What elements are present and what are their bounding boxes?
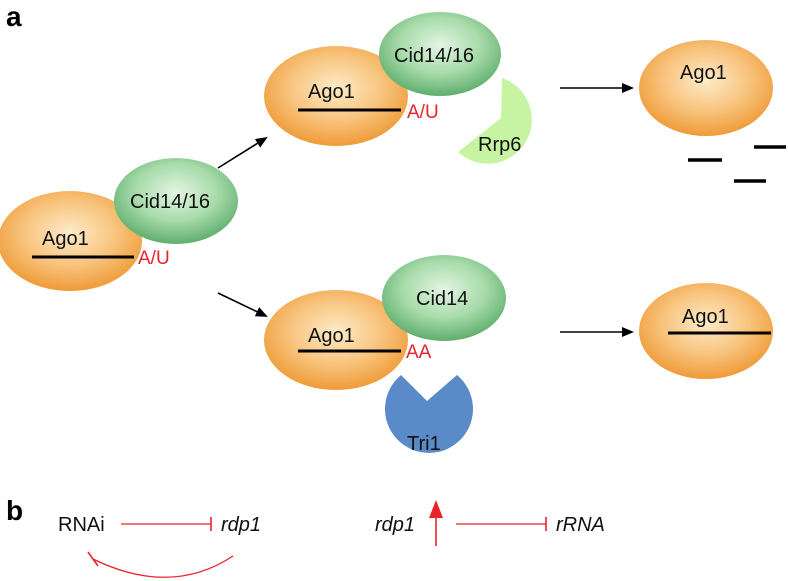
feedback-inhibition-bar [87, 551, 99, 567]
panel-label-b: b [6, 495, 23, 526]
ago1-left-label: Ago1 [42, 228, 89, 250]
complex-bottom: Ago1 Cid14 Tri1 AA [264, 255, 506, 455]
au-tail-top: A/U [407, 102, 439, 123]
cid14-16-top [379, 12, 501, 96]
tri1-shape [385, 375, 473, 453]
rrp6-shape [458, 78, 532, 164]
rnai-label: RNAi [58, 514, 105, 536]
ago1-top-result-label: Ago1 [680, 62, 727, 84]
ago1-bottom [264, 290, 408, 390]
result-intact: Ago1 [639, 283, 773, 379]
arrow-branch-top [217, 136, 268, 169]
ago1-top-result [639, 40, 773, 136]
aa-tail-bottom: AA [406, 342, 432, 363]
tri1-label: Tri1 [407, 433, 441, 455]
complex-top: Ago1 Cid14/16 Rrp6 A/U [264, 12, 532, 164]
complex-start: Ago1 Cid14/16 A/U [0, 158, 238, 291]
panel-b-right: rdp1 rRNA [375, 500, 605, 546]
cid14-16-left [114, 158, 238, 244]
rrp6-label: Rrp6 [478, 134, 521, 156]
ago1-top-label: Ago1 [308, 81, 355, 103]
panel-label-a: a [6, 1, 22, 32]
arrow-branch-bottom [217, 292, 268, 317]
panel-b-left: RNAi rdp1 [58, 514, 261, 578]
rdp1-left-label: rdp1 [221, 514, 261, 536]
rdp1-right-label: rdp1 [375, 514, 415, 536]
cid14-bottom [382, 255, 506, 341]
feedback-arc [92, 555, 234, 578]
au-tail-left: A/U [138, 248, 170, 269]
upregulation-arrowhead [429, 500, 443, 518]
rrna-label: rRNA [556, 514, 605, 536]
ago1-left [0, 191, 142, 291]
ago1-bottom-result-label: Ago1 [682, 306, 729, 328]
cid14-bottom-label: Cid14 [416, 288, 468, 310]
cid14-16-left-label: Cid14/16 [130, 191, 210, 213]
cid14-16-top-label: Cid14/16 [394, 45, 474, 67]
ago1-bottom-label: Ago1 [308, 325, 355, 347]
ago1-bottom-result [639, 283, 773, 379]
ago1-top [264, 46, 408, 146]
result-degraded: Ago1 [639, 40, 786, 183]
